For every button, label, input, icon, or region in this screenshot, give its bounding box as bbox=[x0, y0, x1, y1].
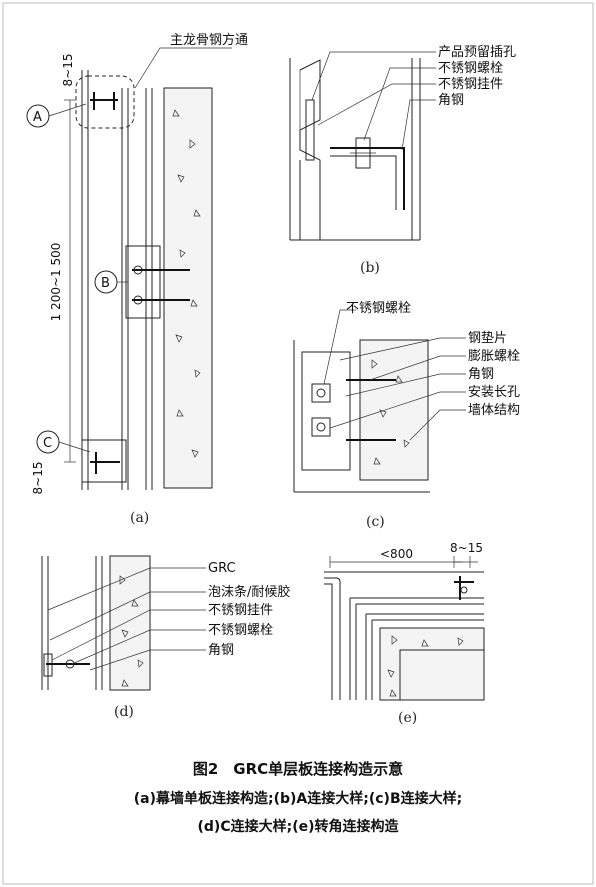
dim-bottom-a: 8~15 bbox=[31, 462, 45, 495]
sublabel-a: (a) bbox=[130, 510, 149, 526]
label-b-0: 产品预留插孔 bbox=[438, 45, 516, 60]
label-c-0: 钢垫片 bbox=[468, 330, 507, 346]
panel-d-detail-c: GRC 泡沫条/耐候胶 不锈钢挂件 不锈钢螺栓 角钢 (d) bbox=[41, 555, 290, 720]
label-main-keel: 主龙骨钢方通 bbox=[170, 32, 248, 48]
washer-c-bottom bbox=[311, 417, 331, 437]
label-b-3: 角钢 bbox=[438, 93, 464, 108]
label-b-2: 不锈钢挂件 bbox=[438, 77, 503, 92]
hanger-b bbox=[305, 99, 315, 161]
label-c-top: 不锈钢螺栓 bbox=[346, 301, 411, 316]
label-d-1: 泡沫条/耐候胶 bbox=[208, 584, 290, 600]
label-d-4: 角钢 bbox=[208, 643, 234, 658]
figure-caption-line-2: (d)C连接大样;(e)转角连接构造 bbox=[197, 819, 399, 835]
figure-caption-line-1: (a)幕墙单板连接构造;(b)A连接大样;(c)B连接大样; bbox=[133, 791, 463, 807]
dim-top-a: 8~15 bbox=[61, 54, 75, 87]
panel-c-detail-b: 不锈钢螺栓 钢垫片 膨胀螺栓 角钢 安装长孔 墙体结构 (c) bbox=[293, 301, 520, 530]
sublabel-d: (d) bbox=[114, 704, 134, 720]
detail-box-c bbox=[81, 439, 127, 483]
sublabel-b: (b) bbox=[360, 260, 380, 276]
label-d-0: GRC bbox=[208, 561, 236, 576]
callout-c: C bbox=[43, 436, 52, 451]
figure-title: 图2 GRC单层板连接构造示意 bbox=[192, 760, 404, 778]
panel-a-curtain-wall: 主龙骨钢方通 A B C 8~15 1 200~1 500 8~15 (a) bbox=[26, 32, 248, 526]
label-c-2: 角钢 bbox=[468, 367, 494, 382]
panel-b-detail-a: 产品预留插孔 不锈钢螺栓 不锈钢挂件 角钢 (b) bbox=[289, 45, 516, 276]
label-c-1: 膨胀螺栓 bbox=[468, 349, 520, 364]
washer-c-top bbox=[311, 383, 331, 403]
steel-plate-c bbox=[301, 351, 351, 471]
label-d-2: 不锈钢挂件 bbox=[208, 603, 273, 618]
label-c-4: 墙体结构 bbox=[468, 403, 520, 418]
detail-box-b bbox=[125, 245, 161, 319]
callout-b: B bbox=[101, 276, 110, 291]
wall-concrete-c bbox=[359, 339, 429, 481]
callout-a: A bbox=[33, 110, 42, 125]
label-d-3: 不锈钢螺栓 bbox=[208, 623, 273, 638]
dim-width-e: <800 bbox=[380, 547, 413, 561]
wall-concrete-d bbox=[109, 555, 151, 691]
dim-gap-e: 8~15 bbox=[450, 541, 483, 555]
sublabel-c: (c) bbox=[366, 514, 385, 530]
label-c-3: 安装长孔 bbox=[468, 385, 520, 400]
detail-box-a bbox=[75, 75, 135, 129]
label-b-1: 不锈钢螺栓 bbox=[438, 61, 503, 76]
wall-concrete-a bbox=[163, 87, 213, 489]
sublabel-e: (e) bbox=[398, 710, 417, 726]
panel-e-corner: <800 8~15 (e) bbox=[324, 541, 485, 726]
dim-span-a: 1 200~1 500 bbox=[49, 243, 63, 322]
